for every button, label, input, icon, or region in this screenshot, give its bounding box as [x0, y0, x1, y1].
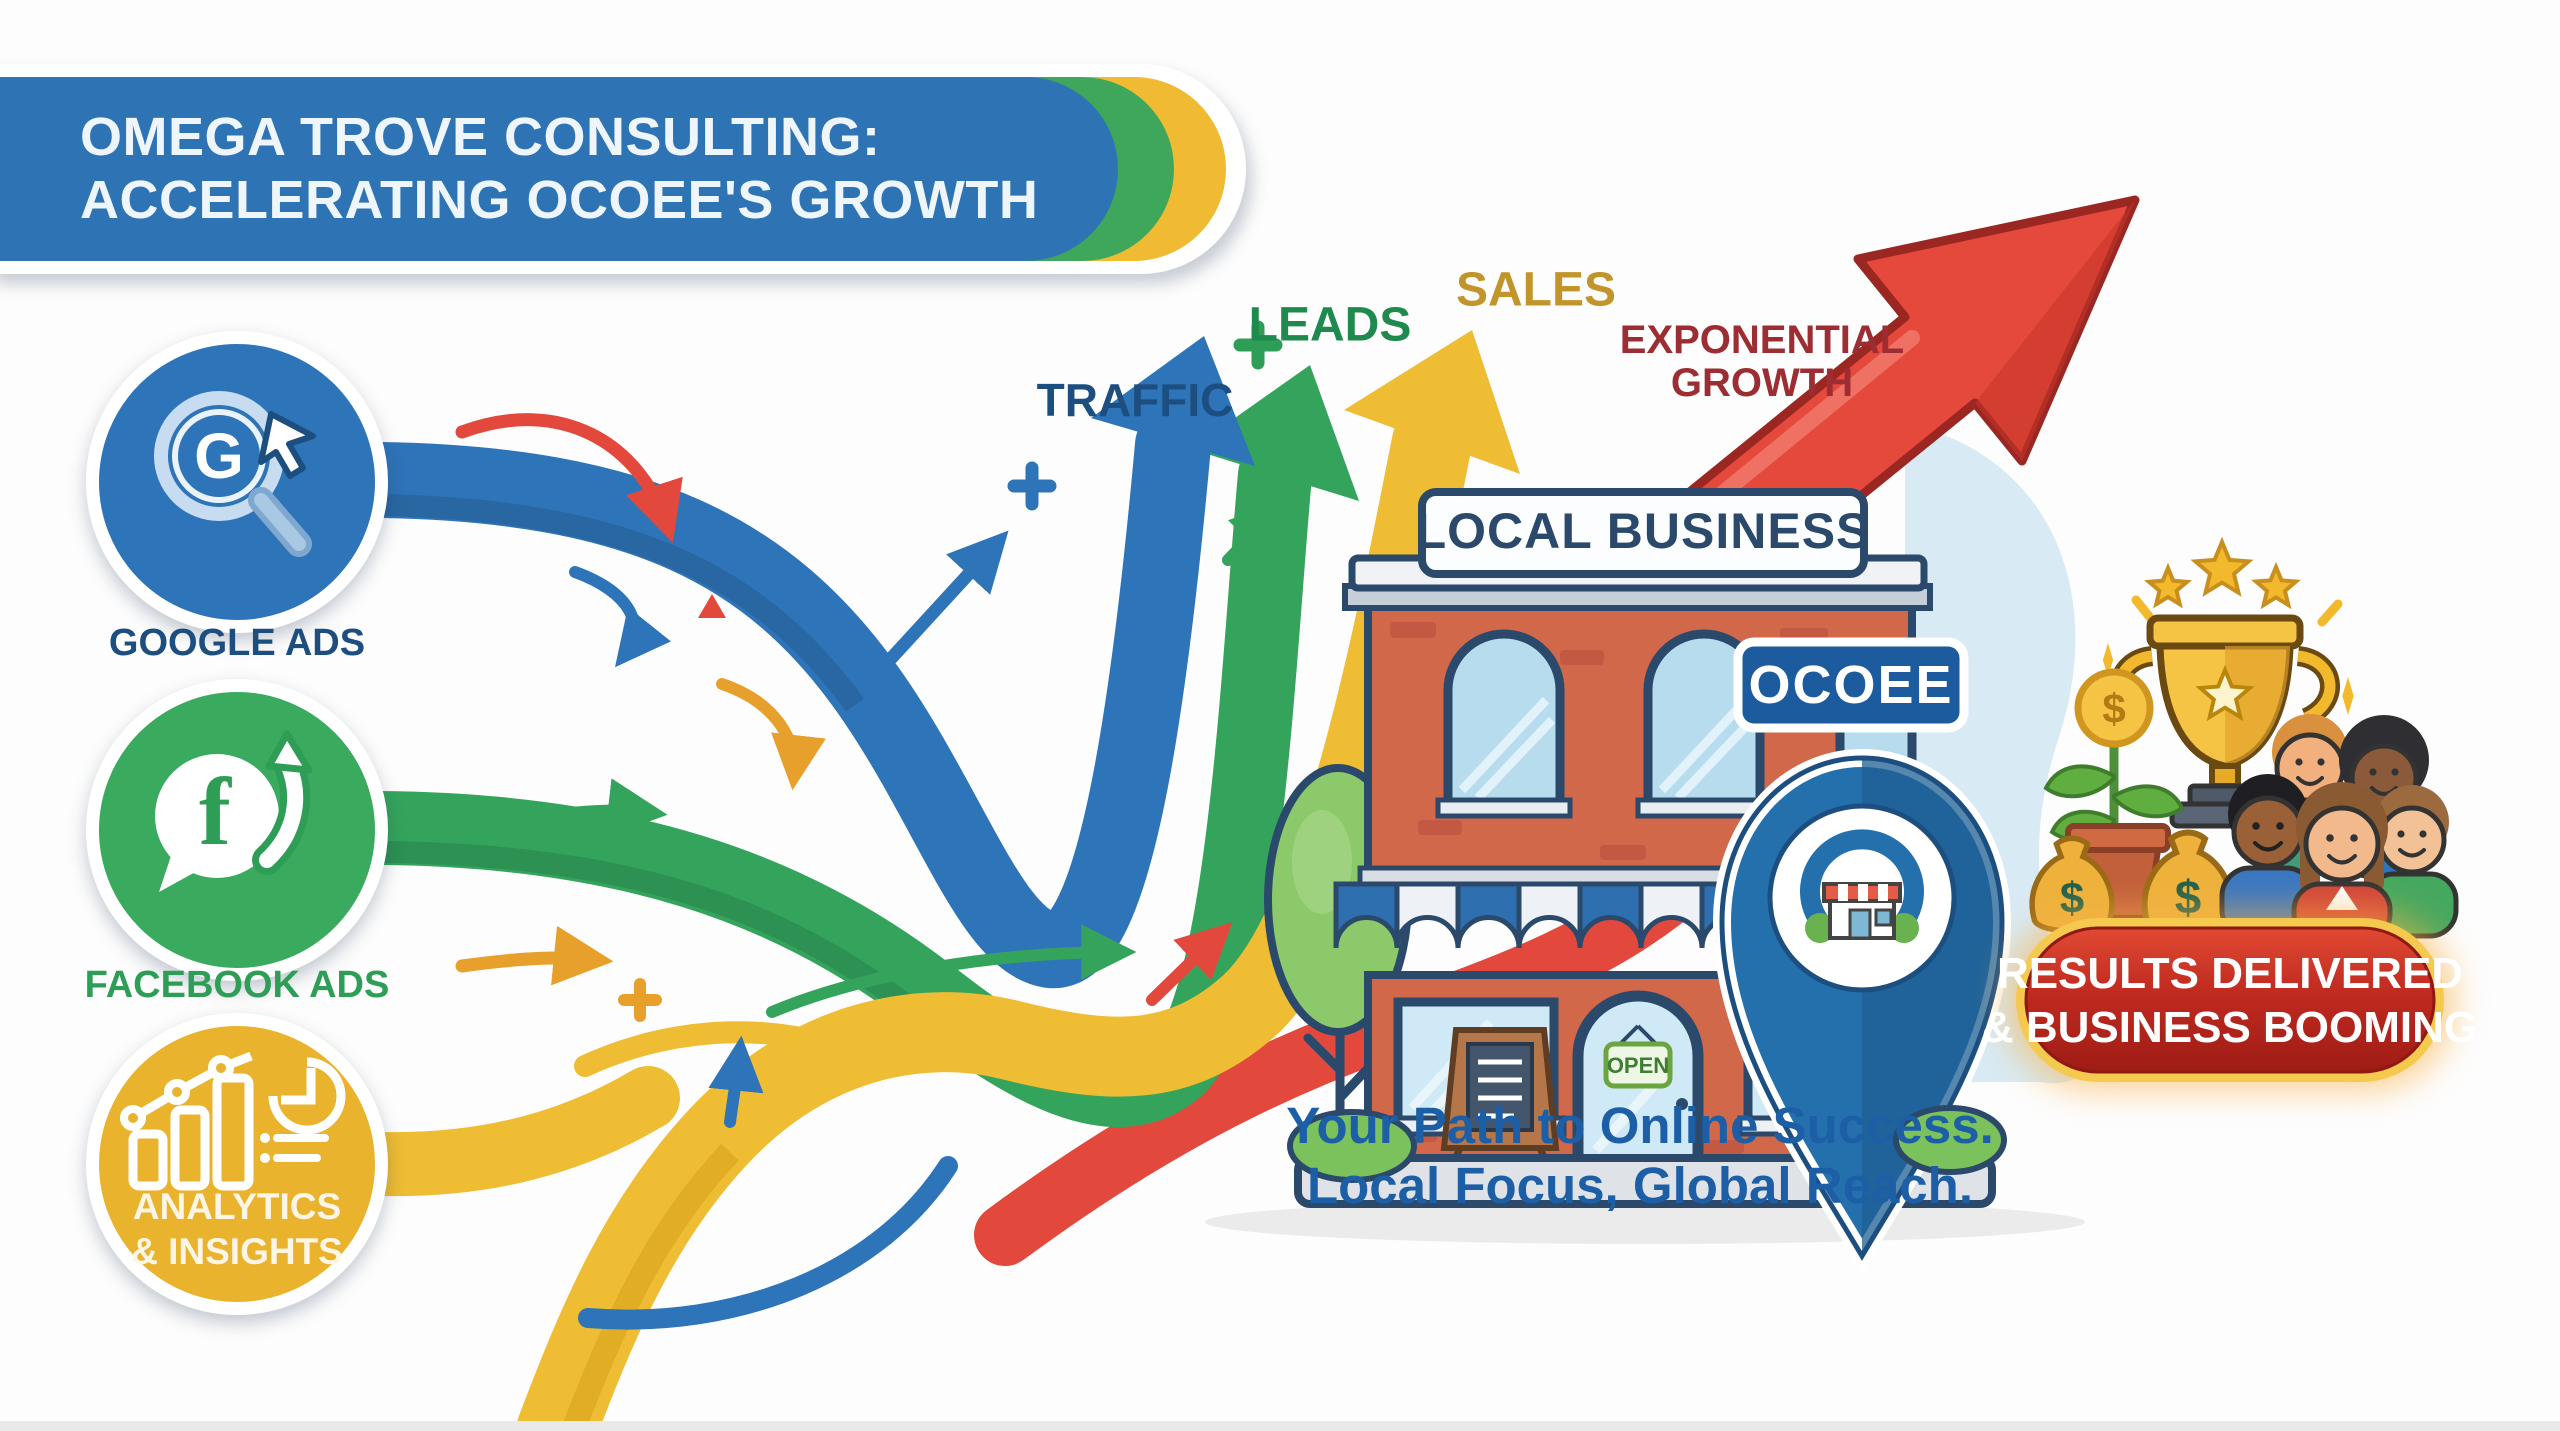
title-line2: ACCELERATING OCOEE'S GROWTH	[80, 170, 1039, 230]
svg-text:$: $	[2102, 685, 2125, 732]
analytics-insights-circle: ANALYTICS & INSIGHTS	[86, 1013, 388, 1315]
accent-arrows	[455, 320, 1430, 1128]
open-sign: OPEN	[1607, 1053, 1669, 1078]
analytics-label-line2: & INSIGHTS	[131, 1231, 343, 1273]
google-ads-circle: G	[86, 331, 388, 633]
pie-chart-icon	[268, 1057, 346, 1135]
traffic-label: TRAFFIC	[1036, 374, 1234, 426]
tagline-line2: Local Focus, Global Reach.	[1307, 1157, 1973, 1215]
google-search-icon: G	[154, 391, 316, 557]
people-group	[2219, 714, 2459, 943]
analytics-chart-icon	[120, 1051, 346, 1191]
svg-text:f: f	[199, 758, 232, 865]
facebook-ads-label: FACEBOOK ADS	[84, 964, 390, 1006]
cursor-icon	[258, 411, 316, 479]
success-cluster: $ $ $	[1982, 542, 2478, 1092]
tagline: Your Path to Online Success. Local Focus…	[1280, 1096, 2000, 1216]
results-line1: RESULTS DELIVERED	[1997, 949, 2463, 998]
bottom-edge	[0, 1421, 2560, 1431]
results-line2: & BUSINESS BOOMING	[1982, 1003, 2478, 1052]
mini-storefront-icon	[1805, 882, 1919, 943]
trophy-icon	[2110, 614, 2340, 829]
google-ads-label: GOOGLE ADS	[108, 622, 366, 664]
local-business-building: OPEN LOCAL BUSINESS	[1205, 488, 2085, 1244]
growth-label-line2: GROWTH	[1670, 361, 1854, 405]
bush	[1893, 1105, 2007, 1175]
banner-arc-blue: OMEGA TROVE CONSULTING: ACCELERATING OCO…	[0, 77, 1118, 261]
facebook-growth-icon: f	[155, 730, 313, 892]
leads-label: LEADS	[1248, 298, 1412, 352]
results-badge: RESULTS DELIVERED & BUSINESS BOOMING	[1982, 908, 2478, 1092]
local-business-sign: LOCAL BUSINESS	[1416, 503, 1871, 559]
stars	[2149, 542, 2296, 605]
tagline-line1: Your Path to Online Success.	[1286, 1097, 1994, 1154]
growth-label-line1: EXPONENTIAL	[1619, 317, 1905, 362]
sales-label: SALES	[1455, 263, 1617, 317]
analytics-label-line1: ANALYTICS	[132, 1186, 342, 1227]
title-line1: OMEGA TROVE CONSULTING:	[80, 107, 881, 168]
facebook-ads-circle: f	[86, 679, 388, 981]
svg-text:G: G	[194, 420, 244, 492]
ocoee-badge: OCOEE	[1748, 655, 1953, 715]
sandwich-board	[1440, 1027, 1560, 1168]
title-banner: OMEGA TROVE CONSULTING: ACCELERATING OCO…	[0, 64, 1246, 274]
growth-label: EXPONENTIAL GROWTH	[1619, 317, 1905, 405]
